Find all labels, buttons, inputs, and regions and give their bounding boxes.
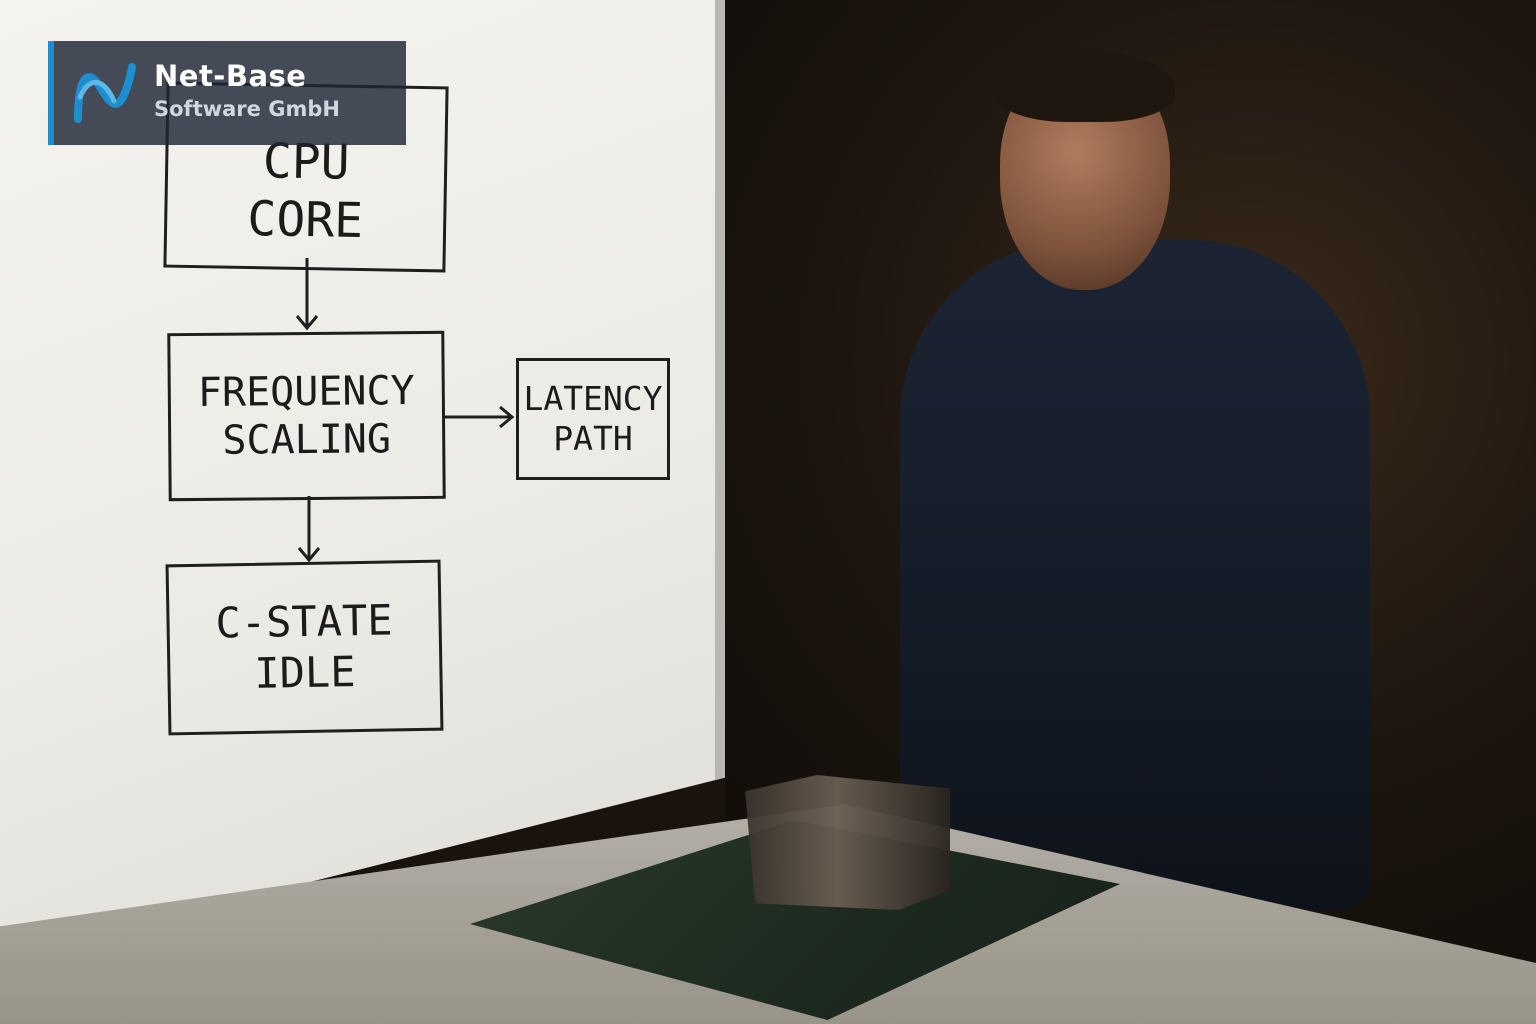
- net-base-wave-icon: [74, 63, 136, 123]
- flow-box-latency-path: LATENCY PATH: [516, 358, 670, 480]
- flow-box-text: LATENCY: [523, 379, 663, 419]
- flow-box-text: PATH: [553, 419, 633, 458]
- flow-box-text: SCALING: [222, 416, 392, 464]
- company-logo: Net-Base Software GmbH: [48, 41, 406, 145]
- cpu-heatsink: [745, 775, 950, 910]
- logo-title: Net-Base: [154, 59, 307, 93]
- person-in-polo-shirt: [900, 40, 1370, 910]
- flow-box-text: C-STATE: [215, 595, 393, 648]
- flow-box-text: FREQUENCY: [197, 368, 415, 416]
- flow-box-text: IDLE: [253, 646, 356, 698]
- whiteboard: CPU CORE FREQUENCY SCALING LATENCY PATH …: [0, 0, 725, 960]
- flow-box-text: CORE: [246, 190, 364, 249]
- arrow-right-icon: [444, 405, 515, 429]
- flow-box-frequency-scaling: FREQUENCY SCALING: [167, 330, 446, 502]
- logo-subtitle: Software GmbH: [154, 97, 340, 121]
- person-torso: [900, 240, 1370, 910]
- person-hair: [995, 52, 1175, 122]
- arrow-down-icon: [295, 258, 319, 331]
- arrow-down-icon: [297, 496, 321, 563]
- flow-box-c-state-idle: C-STATE IDLE: [165, 559, 444, 736]
